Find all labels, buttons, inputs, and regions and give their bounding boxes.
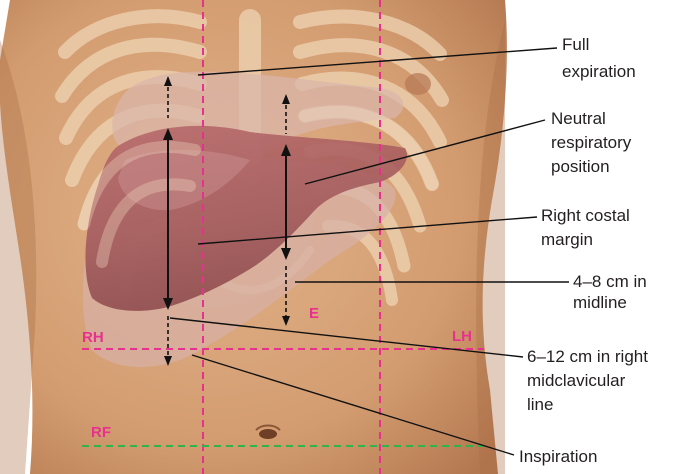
label-midline-span: 4–8 cm in midline — [573, 272, 651, 312]
region-rf: RF — [91, 424, 111, 441]
label-full-expiration: Full expiration — [562, 35, 636, 81]
region-e: E — [309, 305, 319, 322]
label-right-costal-margin: Right costal margin — [541, 206, 635, 249]
nipple — [405, 73, 431, 95]
label-neutral-position: Neutral respiratory position — [551, 109, 636, 176]
region-lh: LH — [452, 328, 472, 345]
navel — [259, 429, 277, 439]
label-inspiration: Inspiration — [519, 447, 597, 466]
label-mcl-span: 6–12 cm in right midclavicular line — [527, 347, 653, 414]
region-rh: RH — [82, 329, 104, 346]
